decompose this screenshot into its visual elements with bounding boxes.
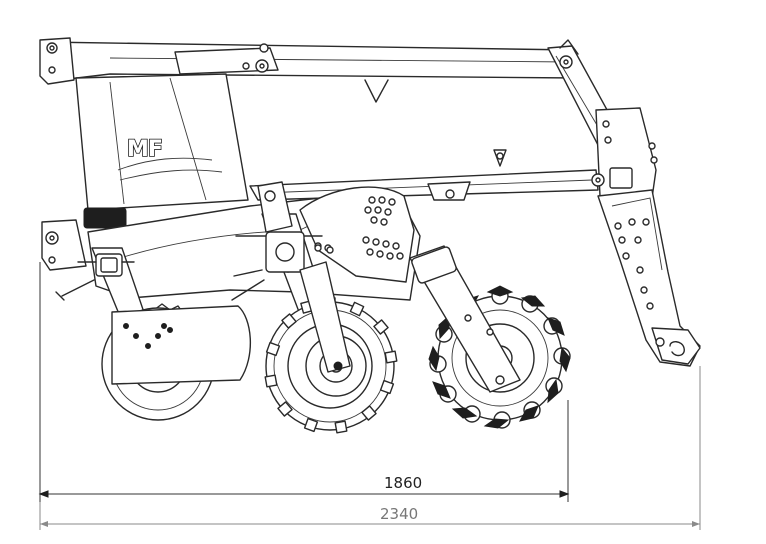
brand-logo: MF <box>127 137 162 162</box>
centre-tyre <box>264 261 398 434</box>
rear-hitch <box>547 39 701 367</box>
packer-roller <box>409 245 571 429</box>
dimension-label-2340: 2340 <box>380 505 418 523</box>
depth-adjust-plate <box>299 186 415 283</box>
left-end-plate <box>41 219 87 271</box>
left-tyre <box>101 303 251 421</box>
hood-cover <box>75 73 249 229</box>
dimension-2340 <box>39 366 701 530</box>
dimension-label-1860: 1860 <box>384 474 422 492</box>
dimension-1860 <box>38 262 570 502</box>
main-frame <box>39 37 599 201</box>
